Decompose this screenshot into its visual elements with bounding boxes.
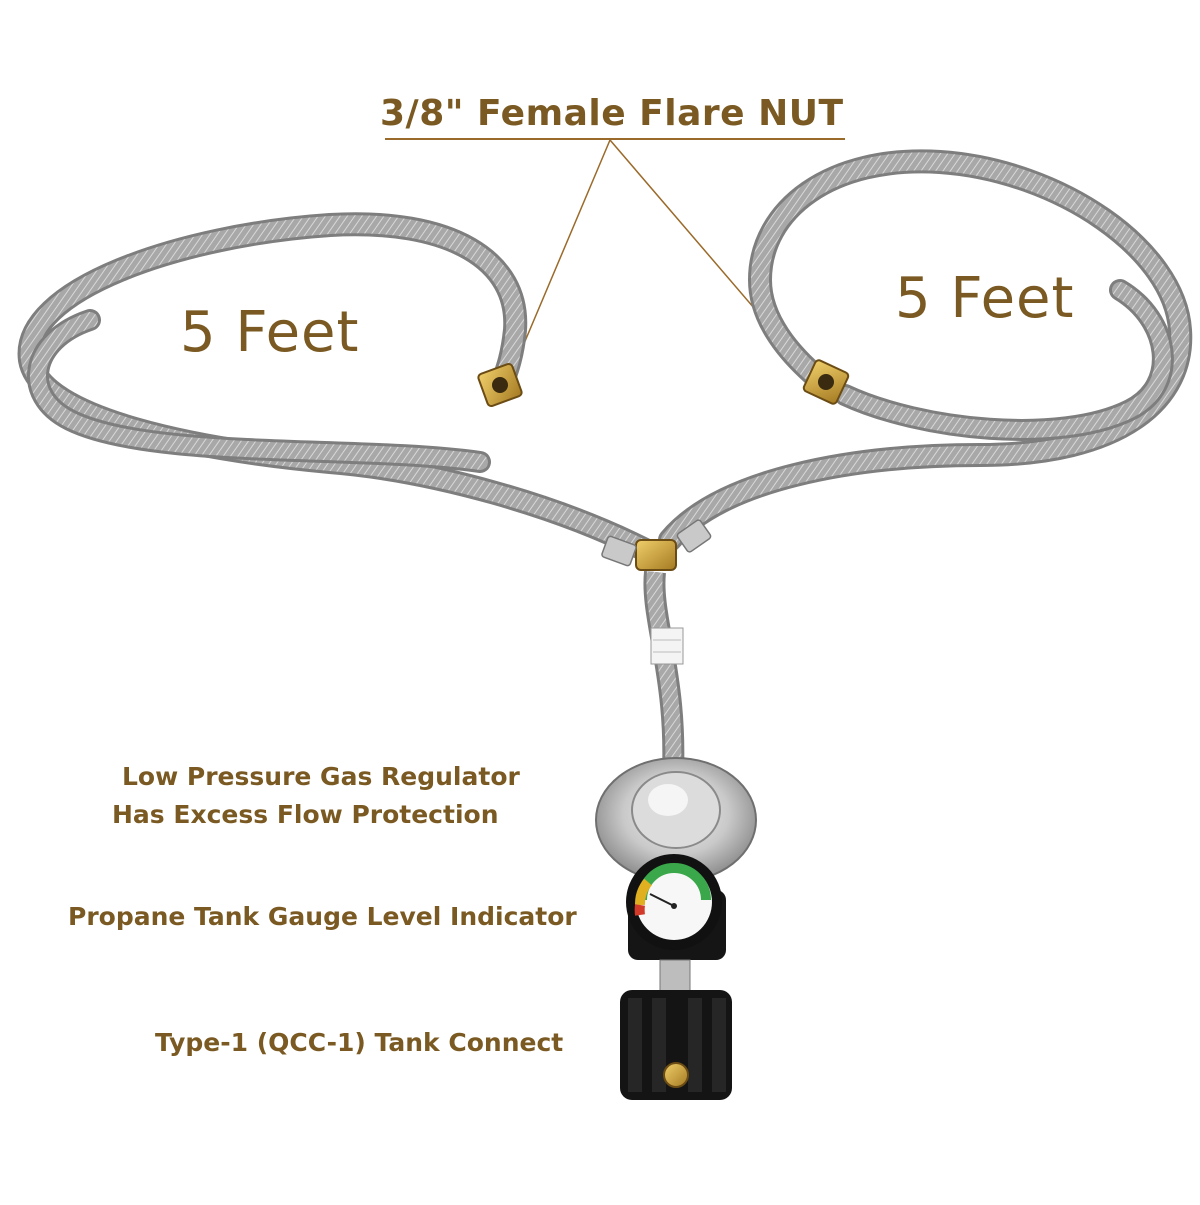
left-hose-length-label: 5 Feet — [180, 300, 360, 365]
flare-nut-label: 3/8" Female Flare NUT — [380, 93, 844, 134]
left-flare-nut — [477, 362, 523, 408]
regulator-label-line1: Low Pressure Gas Regulator — [122, 762, 520, 791]
tank-connector — [620, 990, 732, 1100]
regulator-label-line2: Has Excess Flow Protection — [112, 800, 499, 829]
brass-tee-fitting — [601, 519, 712, 571]
propane-gauge — [626, 854, 726, 960]
right-flare-nut — [802, 359, 850, 405]
gas-regulator — [595, 757, 757, 883]
left-hose — [17, 212, 667, 567]
tank-connect-label: Type-1 (QCC-1) Tank Connect — [155, 1028, 564, 1057]
leader-line-left — [511, 139, 611, 373]
connector-stem — [659, 959, 691, 995]
gauge-label: Propane Tank Gauge Level Indicator — [68, 902, 577, 931]
right-hose-length-label: 5 Feet — [895, 266, 1075, 331]
right-hose — [658, 149, 1193, 552]
regulator-hose — [643, 570, 685, 791]
